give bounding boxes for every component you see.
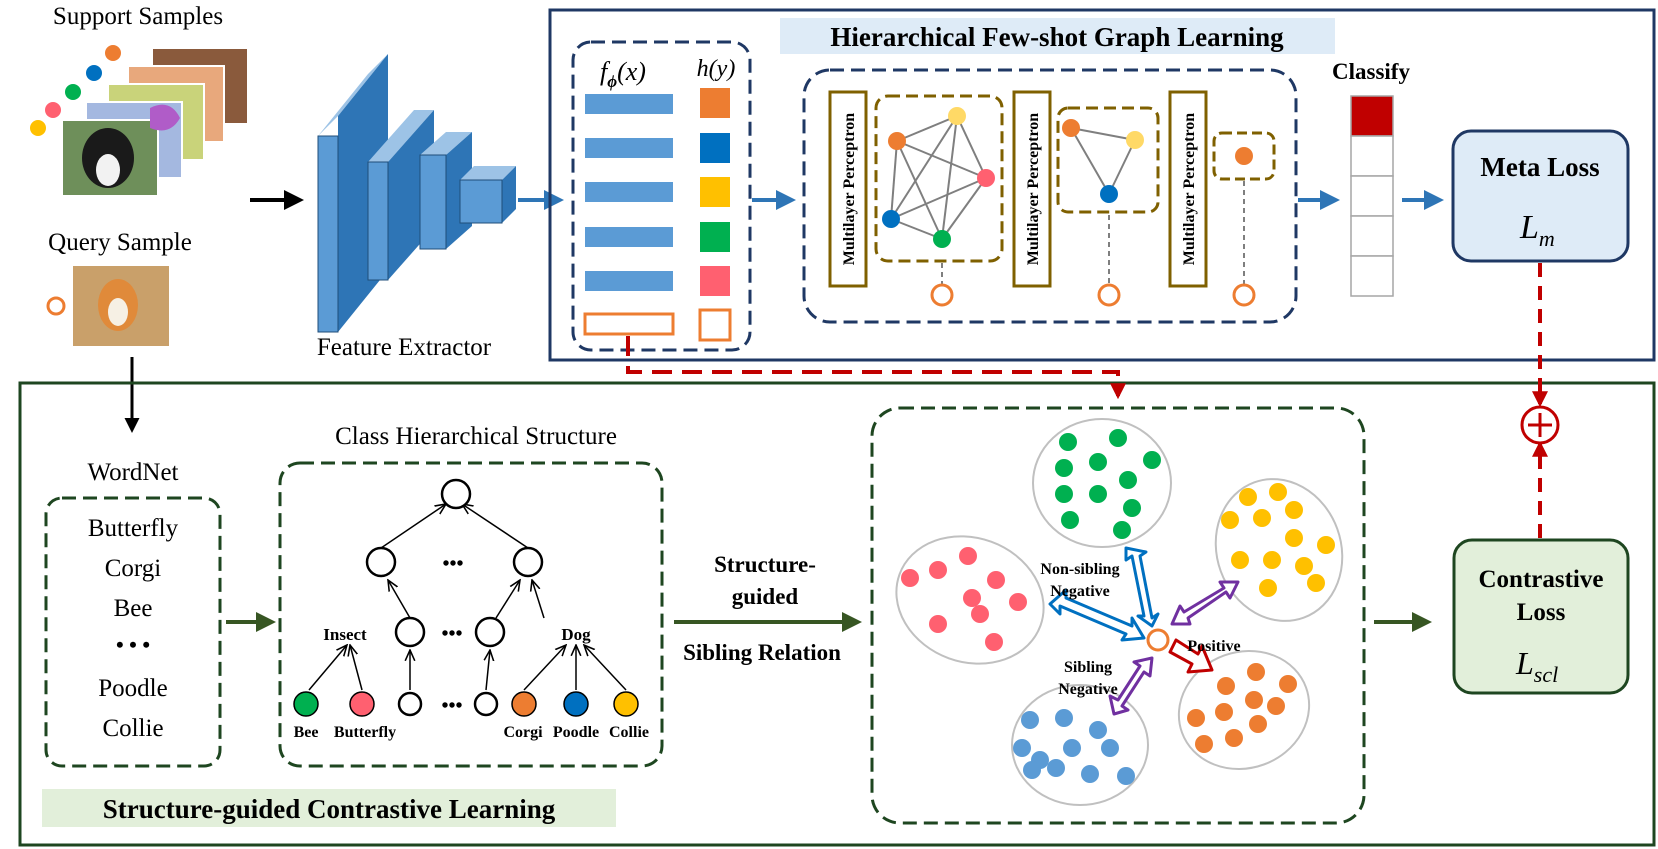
graph-3-query <box>1232 283 1256 307</box>
graph-level-2 <box>1056 106 1160 214</box>
leaf-label-corgi: Corgi <box>503 724 543 741</box>
mlp-block-3 <box>1168 90 1208 288</box>
scl-container <box>18 381 1656 847</box>
graph-1-edges <box>890 115 987 240</box>
contrastive-loss-box <box>1452 538 1630 695</box>
scl-title-bg <box>42 789 616 827</box>
mlp-label-2: Multilayer Perceptron <box>1025 113 1042 266</box>
graph-1-nodes <box>882 107 995 248</box>
hfgl-title: Hierarchical Few-shot Graph Learning <box>830 22 1284 52</box>
query-sample-label: Query Sample <box>48 229 192 256</box>
sibling-label-2: Negative <box>1058 681 1118 698</box>
sibling-arrows <box>1108 656 1154 716</box>
mlp-label-1: Multilayer Perceptron <box>841 113 858 266</box>
sibling-relation-label: Sibling Relation <box>683 640 841 665</box>
positive-arrow <box>1168 638 1214 674</box>
mlp-label-3: Multilayer Perceptron <box>1181 113 1198 266</box>
plus-operator <box>1520 405 1560 445</box>
meta-loss-box <box>1451 129 1630 263</box>
tree-dots: ••• <box>441 623 462 645</box>
tree-dots: ••• <box>441 695 462 717</box>
scl-title: Structure-guided Contrastive Learning <box>103 794 556 824</box>
tree-insect-label: Insect <box>323 625 367 644</box>
hfgl-container <box>548 8 1656 362</box>
tree-leaves <box>293 691 639 717</box>
graph-2-edges <box>1070 127 1136 195</box>
cluster-yellow-outline <box>1214 478 1344 622</box>
wordnet-label: WordNet <box>87 459 178 486</box>
class-hierarchy-label: Class Hierarchical Structure <box>335 423 617 450</box>
graph-1-query <box>930 283 954 307</box>
hfgl-title-bg <box>780 18 1335 54</box>
non-sibling-arrows <box>1048 546 1160 642</box>
cluster-pink-outline <box>895 535 1045 665</box>
leaf-label-collie: Collie <box>609 724 649 741</box>
graph-2-query <box>1097 283 1121 307</box>
support-samples-label: Support Samples <box>53 3 223 30</box>
label-squares <box>698 88 732 342</box>
embedding-box <box>870 406 1366 825</box>
support-image-stack <box>61 47 249 197</box>
cluster-yellow-points <box>1221 483 1335 597</box>
tree-edges <box>308 504 627 691</box>
wordnet-item: Poodle <box>98 675 167 702</box>
cluster-pink-points <box>901 547 1027 651</box>
mlp-block-1 <box>828 90 868 288</box>
contrastive-label-2: Loss <box>1517 599 1566 626</box>
meta-loss-symbol: Lm <box>1519 209 1555 251</box>
graph-level-3 <box>1212 131 1276 181</box>
tree-nodes <box>365 478 544 717</box>
graph-3-node <box>1235 147 1253 165</box>
meta-loss-label: Meta Loss <box>1480 152 1599 182</box>
cluster-blue-outline <box>1011 684 1149 806</box>
graph-level-1 <box>874 94 1004 263</box>
mlp-block-2 <box>1012 90 1052 288</box>
query-circle <box>46 296 66 316</box>
contrastive-label-1: Contrastive <box>1479 566 1604 593</box>
feature-bars <box>583 94 675 336</box>
leaf-label-butterfly: Butterfly <box>334 724 396 741</box>
contrastive-symbol: Lscl <box>1515 645 1558 687</box>
query-image <box>73 266 169 346</box>
cluster-orange-outline <box>1177 650 1311 770</box>
structure-guided-2: guided <box>732 584 799 609</box>
cluster-green-outline <box>1032 418 1172 548</box>
wordnet-box <box>44 496 222 768</box>
structure-guided-1: Structure- <box>714 552 816 577</box>
cluster-blue-points <box>1013 709 1135 785</box>
wordnet-item: Collie <box>102 715 163 742</box>
tree-dots: ••• <box>442 553 463 575</box>
graph-learning-box <box>802 68 1298 324</box>
graph-2-nodes <box>1062 119 1144 203</box>
tree-dog-label: Dog <box>561 625 591 644</box>
non-sibling-label-1: Non-sibling <box>1040 561 1119 578</box>
non-sibling-label-2: Negative <box>1050 583 1110 600</box>
wordnet-item: Corgi <box>105 555 162 582</box>
yellow-link-arrow <box>1170 580 1240 626</box>
leaf-label-bee: Bee <box>294 724 319 741</box>
cluster-green-points <box>1055 429 1161 539</box>
support-dots <box>30 45 121 136</box>
red-dashed-link <box>626 336 1126 400</box>
classify-column <box>1350 95 1394 297</box>
wordnet-item: • • • <box>116 632 150 657</box>
wordnet-item: Butterfly <box>88 515 179 542</box>
feature-extractor-label: Feature Extractor <box>317 334 492 361</box>
sibling-label-1: Sibling <box>1064 659 1112 676</box>
query-anchor <box>1146 628 1170 652</box>
feature-box <box>571 40 752 352</box>
h-y-label: h(y) <box>697 56 736 82</box>
feature-extractor-network <box>317 54 516 333</box>
positive-label: Positive <box>1187 638 1240 655</box>
f-phi-label: fϕ(x) <box>600 57 646 91</box>
class-hierarchy-box <box>278 461 664 768</box>
leaf-label-poodle: Poodle <box>553 724 599 741</box>
classify-label: Classify <box>1332 59 1410 84</box>
cluster-orange-points <box>1187 663 1297 753</box>
wordnet-item: Bee <box>114 595 153 622</box>
